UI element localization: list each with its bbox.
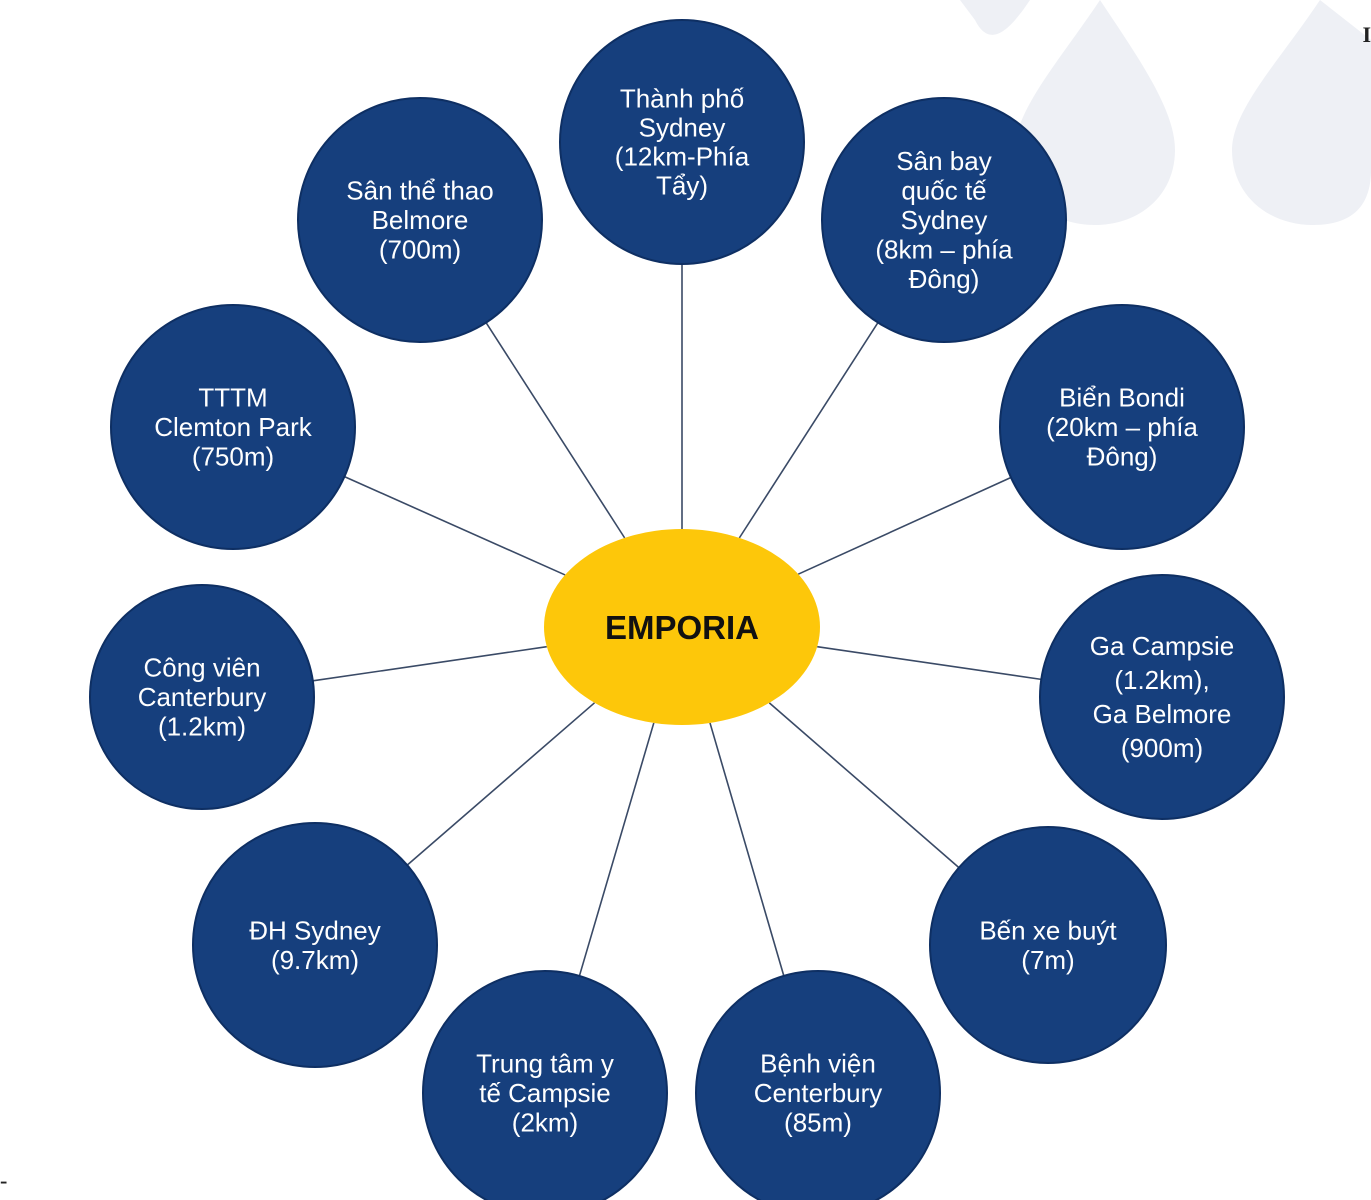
node-label-cong-vien-canterbury-line-1: Canterbury (138, 682, 267, 712)
node-label-san-bay-quoc-te-line-3: (8km – phía (875, 235, 1013, 265)
node-label-tttm-clemton-park-line-1: Clemton Park (154, 412, 312, 442)
node-label-san-bay-quoc-te-line-2: Sydney (901, 205, 988, 235)
node-label-san-bay-quoc-te-line-0: Sân bay (896, 146, 991, 176)
node-circle-cong-vien-canterbury (89, 584, 315, 810)
node-circle-tttm-clemton-park (110, 304, 356, 550)
node-circle-dh-sydney (192, 822, 438, 1068)
node-label-thanh-pho-sydney-line-2: (12km-Phía (615, 142, 750, 172)
node-label-cong-vien-canterbury-line-0: Công viên (143, 653, 260, 683)
node-label-tttm-clemton-park-line-0: TTTM (198, 383, 267, 413)
edge-mark-top-right: I (1362, 22, 1371, 47)
node-ben-xe-buyt: Bến xe buýt(7m) (929, 826, 1167, 1064)
node-label-thanh-pho-sydney-line-1: Sydney (639, 113, 726, 143)
node-label-san-the-thao-belmore-line-1: Belmore (372, 205, 469, 235)
node-ga-campsie: Ga Campsie (1.2km), Ga Belmore (900m) (1039, 574, 1285, 820)
node-circle-benh-vien-centerbury (695, 970, 941, 1200)
node-circle-trung-tam-y-te (422, 970, 668, 1200)
node-label-trung-tam-y-te-line-0: Trung tâm y (476, 1049, 614, 1079)
node-circle-thanh-pho-sydney (559, 19, 805, 265)
connector-bien-bondi (797, 476, 1012, 575)
node-circle-ga-campsie (1039, 574, 1285, 820)
node-label-san-the-thao-belmore-line-0: Sân thể thao (346, 176, 493, 206)
node-dh-sydney: ĐH Sydney(9.7km) (192, 822, 438, 1068)
connector-benh-vien-centerbury (709, 722, 785, 977)
node-trung-tam-y-te: Trung tâm ytế Campsie(2km) (422, 970, 668, 1200)
node-label-ga-campsie-line-2: Ga Belmore (1093, 699, 1232, 729)
connector-trung-tam-y-te (578, 722, 655, 977)
node-label-san-bay-quoc-te-line-1: quốc tế (901, 176, 987, 206)
node-label-thanh-pho-sydney-line-3: Tẩy) (656, 171, 708, 201)
node-label-trung-tam-y-te-line-2: (2km) (512, 1108, 578, 1138)
node-label-bien-bondi-line-2: Đông) (1087, 442, 1158, 472)
node-label-san-the-thao-belmore-line-2: (700m) (379, 235, 461, 265)
hub-label: EMPORIA (605, 609, 759, 646)
node-label-dh-sydney-line-0: ĐH Sydney (249, 915, 381, 945)
node-label-bien-bondi-line-0: Biển Bondi (1059, 383, 1185, 413)
connector-san-bay-quoc-te (738, 322, 879, 539)
node-label-ben-xe-buyt-line-0: Bến xe buýt (979, 915, 1117, 945)
node-label-san-bay-quoc-te-line-4: Đông) (909, 264, 980, 294)
node-label-bien-bondi-line-1: (20km – phía (1046, 412, 1198, 442)
node-label-thanh-pho-sydney-line-0: Thành phố (620, 84, 744, 114)
node-label-cong-vien-canterbury-line-2: (1.2km) (158, 712, 246, 742)
node-label-benh-vien-centerbury-line-0: Bệnh viện (760, 1049, 876, 1079)
node-label-dh-sydney-line-1: (9.7km) (271, 945, 359, 975)
node-circle-san-the-thao-belmore (297, 97, 543, 343)
edge-mark-bottom-left: - (0, 1168, 8, 1193)
node-label-tttm-clemton-park-line-2: (750m) (192, 442, 274, 472)
node-label-ga-campsie-line-1: (1.2km), (1114, 665, 1209, 695)
connector-ga-campsie (817, 645, 1042, 681)
connector-cong-vien-canterbury (312, 645, 547, 682)
node-label-trung-tam-y-te-line-1: tế Campsie (479, 1078, 611, 1108)
node-label-ben-xe-buyt-line-1: (7m) (1021, 945, 1074, 975)
node-circle-san-bay-quoc-te (821, 97, 1067, 343)
hub-node: EMPORIA (544, 529, 820, 725)
node-circle-ben-xe-buyt (929, 826, 1167, 1064)
connector-lines (312, 264, 1042, 977)
connector-dh-sydney (406, 702, 596, 866)
node-label-benh-vien-centerbury-line-2: (85m) (784, 1108, 852, 1138)
node-circle-bien-bondi (999, 304, 1245, 550)
connector-tttm-clemton-park (344, 475, 566, 576)
connector-san-the-thao-belmore (485, 322, 626, 539)
node-label-benh-vien-centerbury-line-1: Centerbury (754, 1078, 883, 1108)
connector-ben-xe-buyt (768, 702, 960, 869)
node-label-ga-campsie-line-0: Ga Campsie (1090, 631, 1235, 661)
node-label-ga-campsie-line-3: (900m) (1121, 733, 1203, 763)
